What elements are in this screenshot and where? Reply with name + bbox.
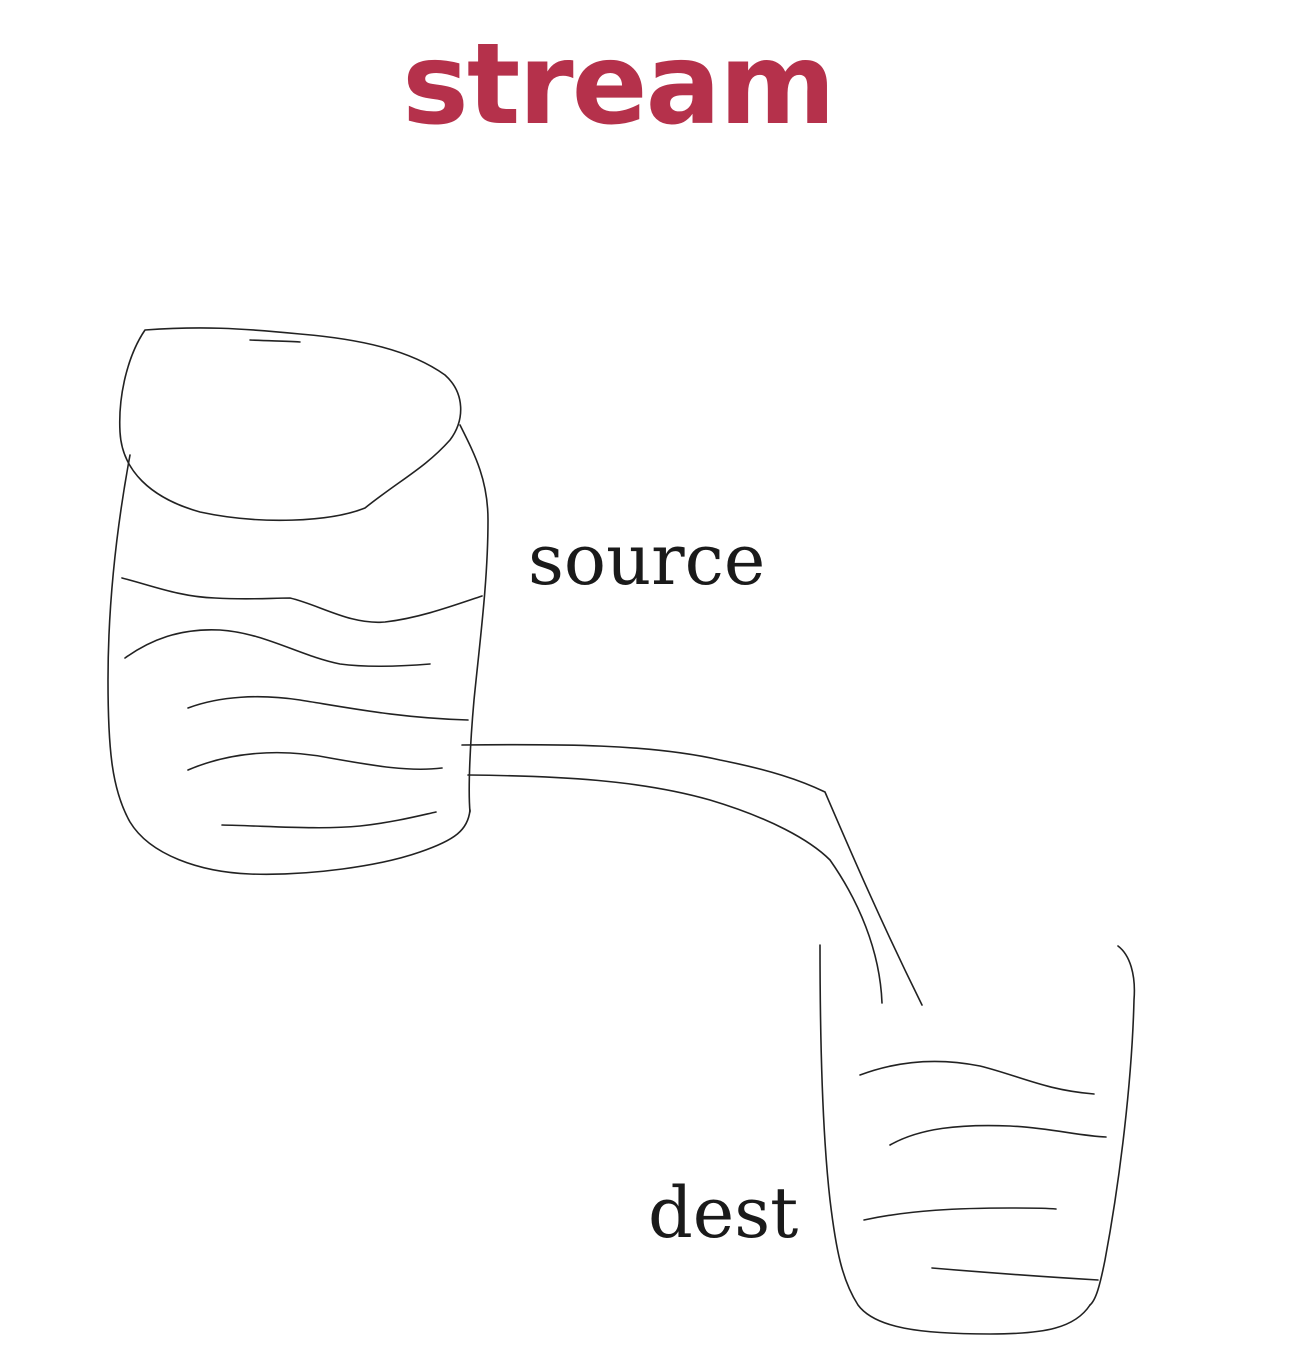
diagram-title: stream: [402, 20, 836, 150]
dest-container-right-wall: [1089, 945, 1136, 1306]
dest-water-line: [889, 1124, 1107, 1146]
source-water-line: [187, 751, 443, 771]
stream-flow-inner: [467, 774, 883, 1004]
source-water-line: [221, 811, 437, 829]
dest-container-left-wall: [819, 944, 1091, 1335]
source-container-lid: [118, 327, 462, 522]
source-container-left-wall: [107, 454, 471, 876]
source-water-line: [121, 577, 483, 624]
dest-label: dest: [648, 1172, 799, 1254]
source-water-line: [187, 695, 469, 721]
source-water-line: [124, 628, 431, 668]
dest-container: [819, 944, 1136, 1335]
stream-flow-outer: [461, 743, 923, 1006]
source-container-lid-mark: [249, 339, 301, 343]
dest-water-line: [859, 1060, 1095, 1095]
source-container-right-wall: [459, 424, 489, 813]
source-label: source: [528, 519, 766, 601]
dest-water-line: [931, 1267, 1099, 1281]
stream-flow: [461, 743, 923, 1006]
dest-water-line: [863, 1207, 1057, 1221]
source-container: [107, 327, 489, 876]
